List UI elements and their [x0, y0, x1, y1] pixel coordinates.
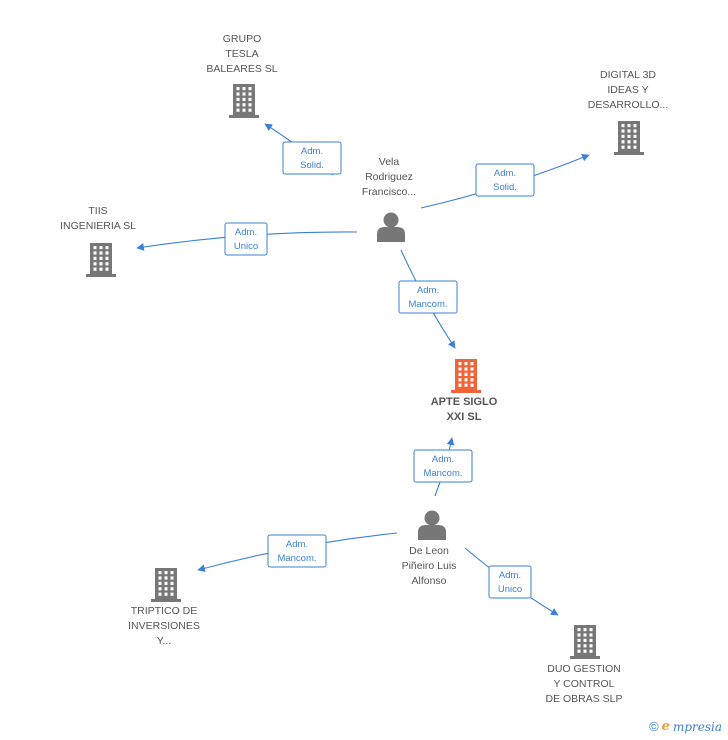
building-icon[interactable]	[570, 625, 600, 659]
node-label: Piñeiro Luis	[402, 560, 457, 572]
node-label: Vela	[379, 156, 400, 168]
building-icon[interactable]	[86, 243, 116, 277]
node-label: DUO GESTION	[547, 663, 621, 675]
node-label: IDEAS Y	[607, 84, 648, 96]
role-badge-text: Unico	[498, 584, 522, 595]
node-vela[interactable]: VelaRodriguezFrancisco...	[362, 156, 416, 242]
node-label: De Leon	[409, 545, 449, 557]
role-badge[interactable]: Adm. Unico	[224, 222, 268, 256]
node-label: TIIS	[88, 205, 107, 217]
node-label: TESLA	[225, 48, 258, 60]
node-digital[interactable]: DIGITAL 3D IDEAS Y DESARROLLO...	[588, 69, 669, 155]
node-label: Alfonso	[411, 575, 446, 587]
role-badge-text: Adm.	[494, 168, 516, 179]
edge-deleon-duo[interactable]: Adm. Unico	[464, 547, 559, 616]
node-label: XXI SL	[447, 411, 482, 423]
building-icon[interactable]	[451, 359, 481, 393]
node-label: DESARROLLO...	[588, 99, 669, 111]
node-label: INVERSIONES	[128, 620, 200, 632]
role-badge-text: Mancom.	[423, 468, 462, 479]
role-badge-text: Solid.	[493, 182, 517, 193]
node-grupo[interactable]: GRUPO TESLA BALEARES SL	[206, 33, 278, 118]
node-label: BALEARES SL	[206, 63, 277, 75]
copyright-icon: ©	[649, 719, 659, 734]
edge-vela-tiis[interactable]: Adm. Unico	[136, 222, 358, 256]
node-duo[interactable]: DUO GESTION Y CONTROL DE OBRAS SLP	[545, 625, 623, 705]
person-icon[interactable]	[418, 510, 446, 541]
building-icon[interactable]	[614, 121, 644, 155]
node-label: DE OBRAS SLP	[545, 693, 622, 705]
role-badge-text: Adm.	[432, 454, 454, 465]
node-label: Y CONTROL	[553, 678, 614, 690]
edge-deleon-apte[interactable]: Adm. Mancom.	[413, 437, 473, 497]
node-tiis[interactable]: TIIS INGENIERIA SL	[60, 205, 136, 277]
role-badge-text: Mancom.	[408, 299, 447, 310]
role-badge-text: Solid.	[300, 160, 324, 171]
building-icon[interactable]	[151, 568, 181, 602]
brand-name: mpresia	[672, 719, 722, 734]
edge-vela-grupo[interactable]: Adm. Solid.	[264, 123, 342, 176]
role-badge-text: Adm.	[235, 227, 257, 238]
role-badge-text: Adm.	[301, 146, 323, 157]
node-label: INGENIERIA SL	[60, 220, 136, 232]
building-icon[interactable]	[229, 84, 259, 118]
node-apte[interactable]: APTE SIGLO XXI SL	[431, 359, 498, 423]
node-label: Y...	[157, 635, 171, 647]
node-triptico[interactable]: TRIPTICO DE INVERSIONES Y...	[128, 568, 200, 647]
node-label: GRUPO	[223, 33, 262, 45]
role-badge-text: Adm.	[499, 570, 521, 581]
role-badge[interactable]: Adm. Unico	[488, 565, 532, 599]
role-badge[interactable]: Adm. Solid.	[475, 163, 535, 197]
node-label: TRIPTICO DE	[131, 605, 198, 617]
role-badge[interactable]: Adm. Solid.	[282, 141, 342, 175]
role-badge[interactable]: Adm. Mancom.	[267, 534, 327, 568]
role-badge-text: Unico	[234, 241, 258, 252]
node-label: Rodriguez	[365, 171, 413, 183]
edge-deleon-triptico[interactable]: Adm. Mancom.	[197, 532, 398, 572]
role-badge-text: Adm.	[417, 285, 439, 296]
node-label: Francisco...	[362, 186, 416, 198]
role-badge-text: Adm.	[286, 539, 308, 550]
edge-vela-apte[interactable]: Adm. Mancom.	[398, 249, 458, 349]
role-badge-text: Mancom.	[277, 553, 316, 564]
empresia-logo-icon: e	[661, 719, 670, 734]
person-icon[interactable]	[377, 212, 405, 243]
node-label: DIGITAL 3D	[600, 69, 656, 81]
edge-vela-digital[interactable]: Adm. Solid.	[420, 154, 590, 209]
node-label: APTE SIGLO	[431, 396, 498, 408]
role-badge[interactable]: Adm. Mancom.	[413, 449, 473, 483]
role-badge[interactable]: Adm. Mancom.	[398, 280, 458, 314]
